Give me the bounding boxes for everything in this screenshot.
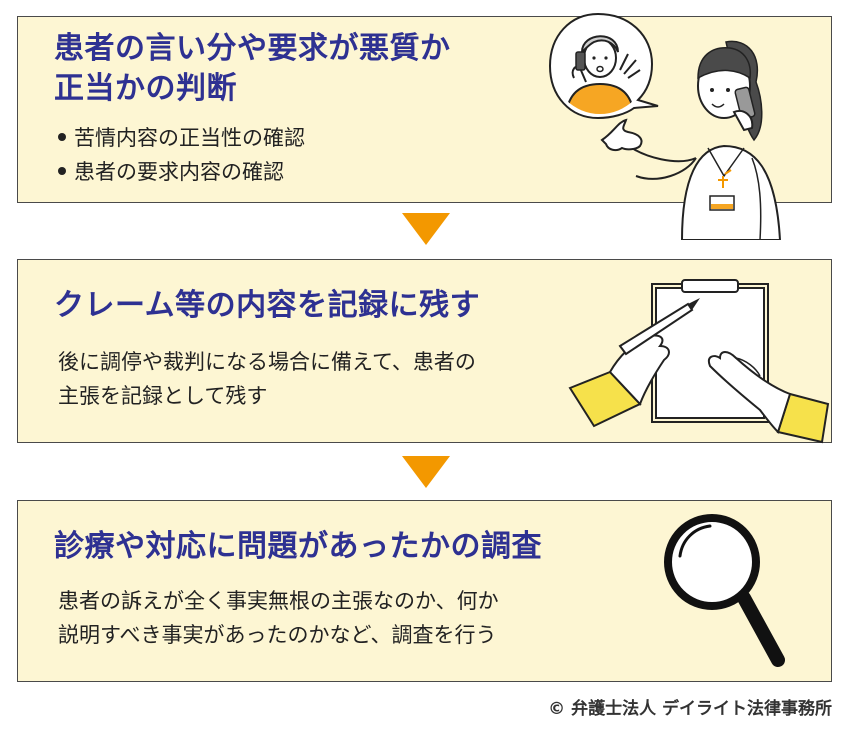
nurse-on-phone-icon	[548, 12, 782, 240]
down-arrow-icon-1	[402, 213, 450, 245]
step-1-bullet-1-text: 苦情内容の正当性の確認	[74, 126, 305, 150]
step-2-body-line-1: 後に調停や裁判になる場合に備えて、患者の	[58, 350, 476, 374]
step-1-bullets: 苦情内容の正当性の確認 患者の要求内容の確認	[58, 121, 305, 189]
nurse-figure-icon	[600, 40, 782, 240]
copyright-notice: © 弁護士法人 デイライト法律事務所	[548, 699, 832, 719]
step-3-title: 診療や対応に問題があったかの調査	[54, 527, 542, 567]
step-1-bullet-2-text: 患者の要求内容の確認	[74, 160, 284, 184]
step-3-body-line-2: 説明すべき事実があったのかなど、調査を行う	[58, 623, 497, 647]
step-1-title: 患者の言い分や要求が悪質か 正当かの判断	[54, 29, 451, 109]
down-arrow-icon-2	[402, 456, 450, 488]
resting-hand-icon	[708, 351, 830, 444]
step-2-title: クレーム等の内容を記録に残す	[54, 286, 480, 326]
step-1-bullet-1: 苦情内容の正当性の確認	[58, 121, 305, 155]
step-2-title-line-1: クレーム等の内容を記録に残す	[54, 288, 481, 323]
step-1-box: 患者の言い分や要求が悪質か 正当かの判断 苦情内容の正当性の確認 患者の要求内容…	[17, 16, 832, 203]
magnifying-glass-icon	[664, 514, 785, 667]
step-2-body-line-2: 主張を記録として残す	[58, 384, 268, 408]
step-3-body: 患者の訴えが全く事実無根の主張なのか、何か 説明すべき事実があったのかなど、調査…	[58, 584, 499, 652]
bullet-dot-icon	[58, 167, 66, 175]
step-3-body-line-1: 患者の訴えが全く事実無根の主張なのか、何か	[58, 589, 499, 613]
bullet-dot-icon	[58, 133, 66, 141]
clipboard-writing-icon	[568, 279, 830, 444]
step-3-title-line-1: 診療や対応に問題があったかの調査	[54, 529, 542, 564]
step-2-body: 後に調停や裁判になる場合に備えて、患者の 主張を記録として残す	[58, 345, 476, 413]
writing-hand-icon	[568, 298, 700, 428]
caller-speech-bubble-icon	[548, 12, 659, 120]
step-1-bullet-2: 患者の要求内容の確認	[58, 155, 305, 189]
step-1-title-line-1: 患者の言い分や要求が悪質か	[54, 31, 451, 66]
step-1-title-line-2: 正当かの判断	[54, 71, 237, 106]
